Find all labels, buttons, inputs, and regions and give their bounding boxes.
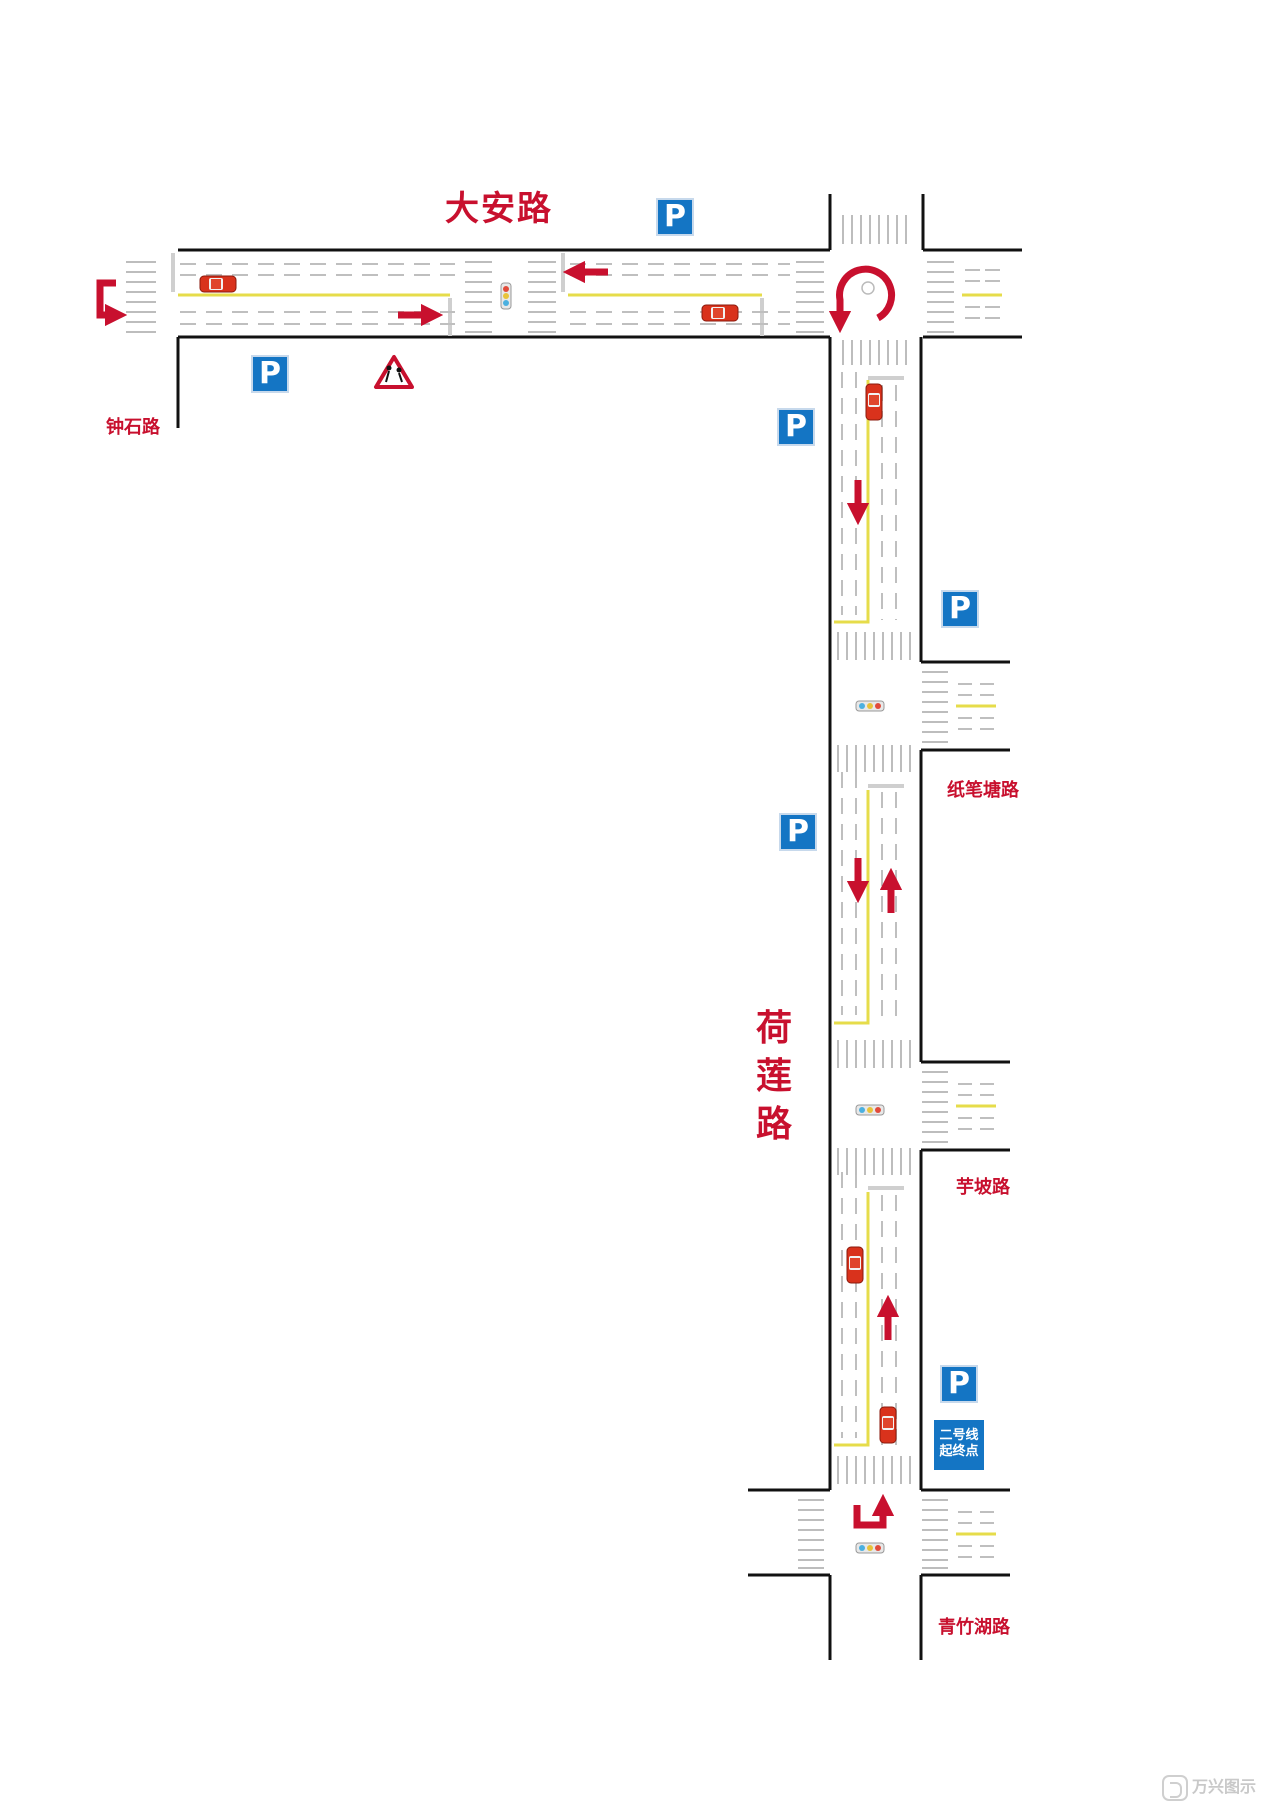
car-icon — [879, 1406, 897, 1444]
road-label-helian: 荷莲路 — [755, 1008, 792, 1145]
car-icon — [865, 383, 883, 421]
watermark-text: 万兴图示 — [1192, 1777, 1257, 1796]
watermark: 万兴图示 — [1162, 1773, 1256, 1801]
road-label-yupo: 芋坡路 — [956, 1177, 1010, 1198]
u-turn-arrow-icon — [853, 1493, 895, 1529]
car-icon — [701, 304, 739, 322]
parking-sign-icon: P — [779, 813, 817, 851]
logo-icon — [1162, 1774, 1188, 1801]
parking-sign-icon: P — [941, 590, 979, 628]
car-icon — [846, 1246, 864, 1284]
parking-sign-icon: P — [777, 408, 815, 446]
road-label-zhongshi: 钟石路 — [106, 417, 160, 438]
u-turn-arrow-icon — [96, 279, 128, 327]
bus-terminal-label: 起终点 — [939, 1444, 979, 1459]
bus-terminal-sign: 二号线 起终点 — [934, 1420, 984, 1470]
road-label-qingzhuhu: 青竹湖路 — [938, 1617, 1010, 1638]
parking-sign-icon: P — [251, 355, 289, 393]
parking-sign-icon: P — [656, 198, 694, 236]
traffic-light-icon — [855, 1542, 885, 1554]
parking-sign-icon: P — [940, 1365, 978, 1403]
school-crossing-warning-icon — [374, 355, 414, 389]
helian-road — [748, 337, 1010, 1660]
traffic-light-icon — [500, 282, 512, 310]
u-turn-arrow-icon — [828, 265, 895, 334]
traffic-light-icon — [855, 700, 885, 712]
car-icon — [199, 275, 237, 293]
traffic-light-icon — [855, 1104, 885, 1116]
daan-road — [126, 194, 1022, 428]
road-label-daan: 大安路 — [445, 189, 553, 229]
bus-line-label: 二号线 — [939, 1428, 979, 1443]
road-label-zhibitang: 纸笔塘路 — [947, 780, 1019, 801]
